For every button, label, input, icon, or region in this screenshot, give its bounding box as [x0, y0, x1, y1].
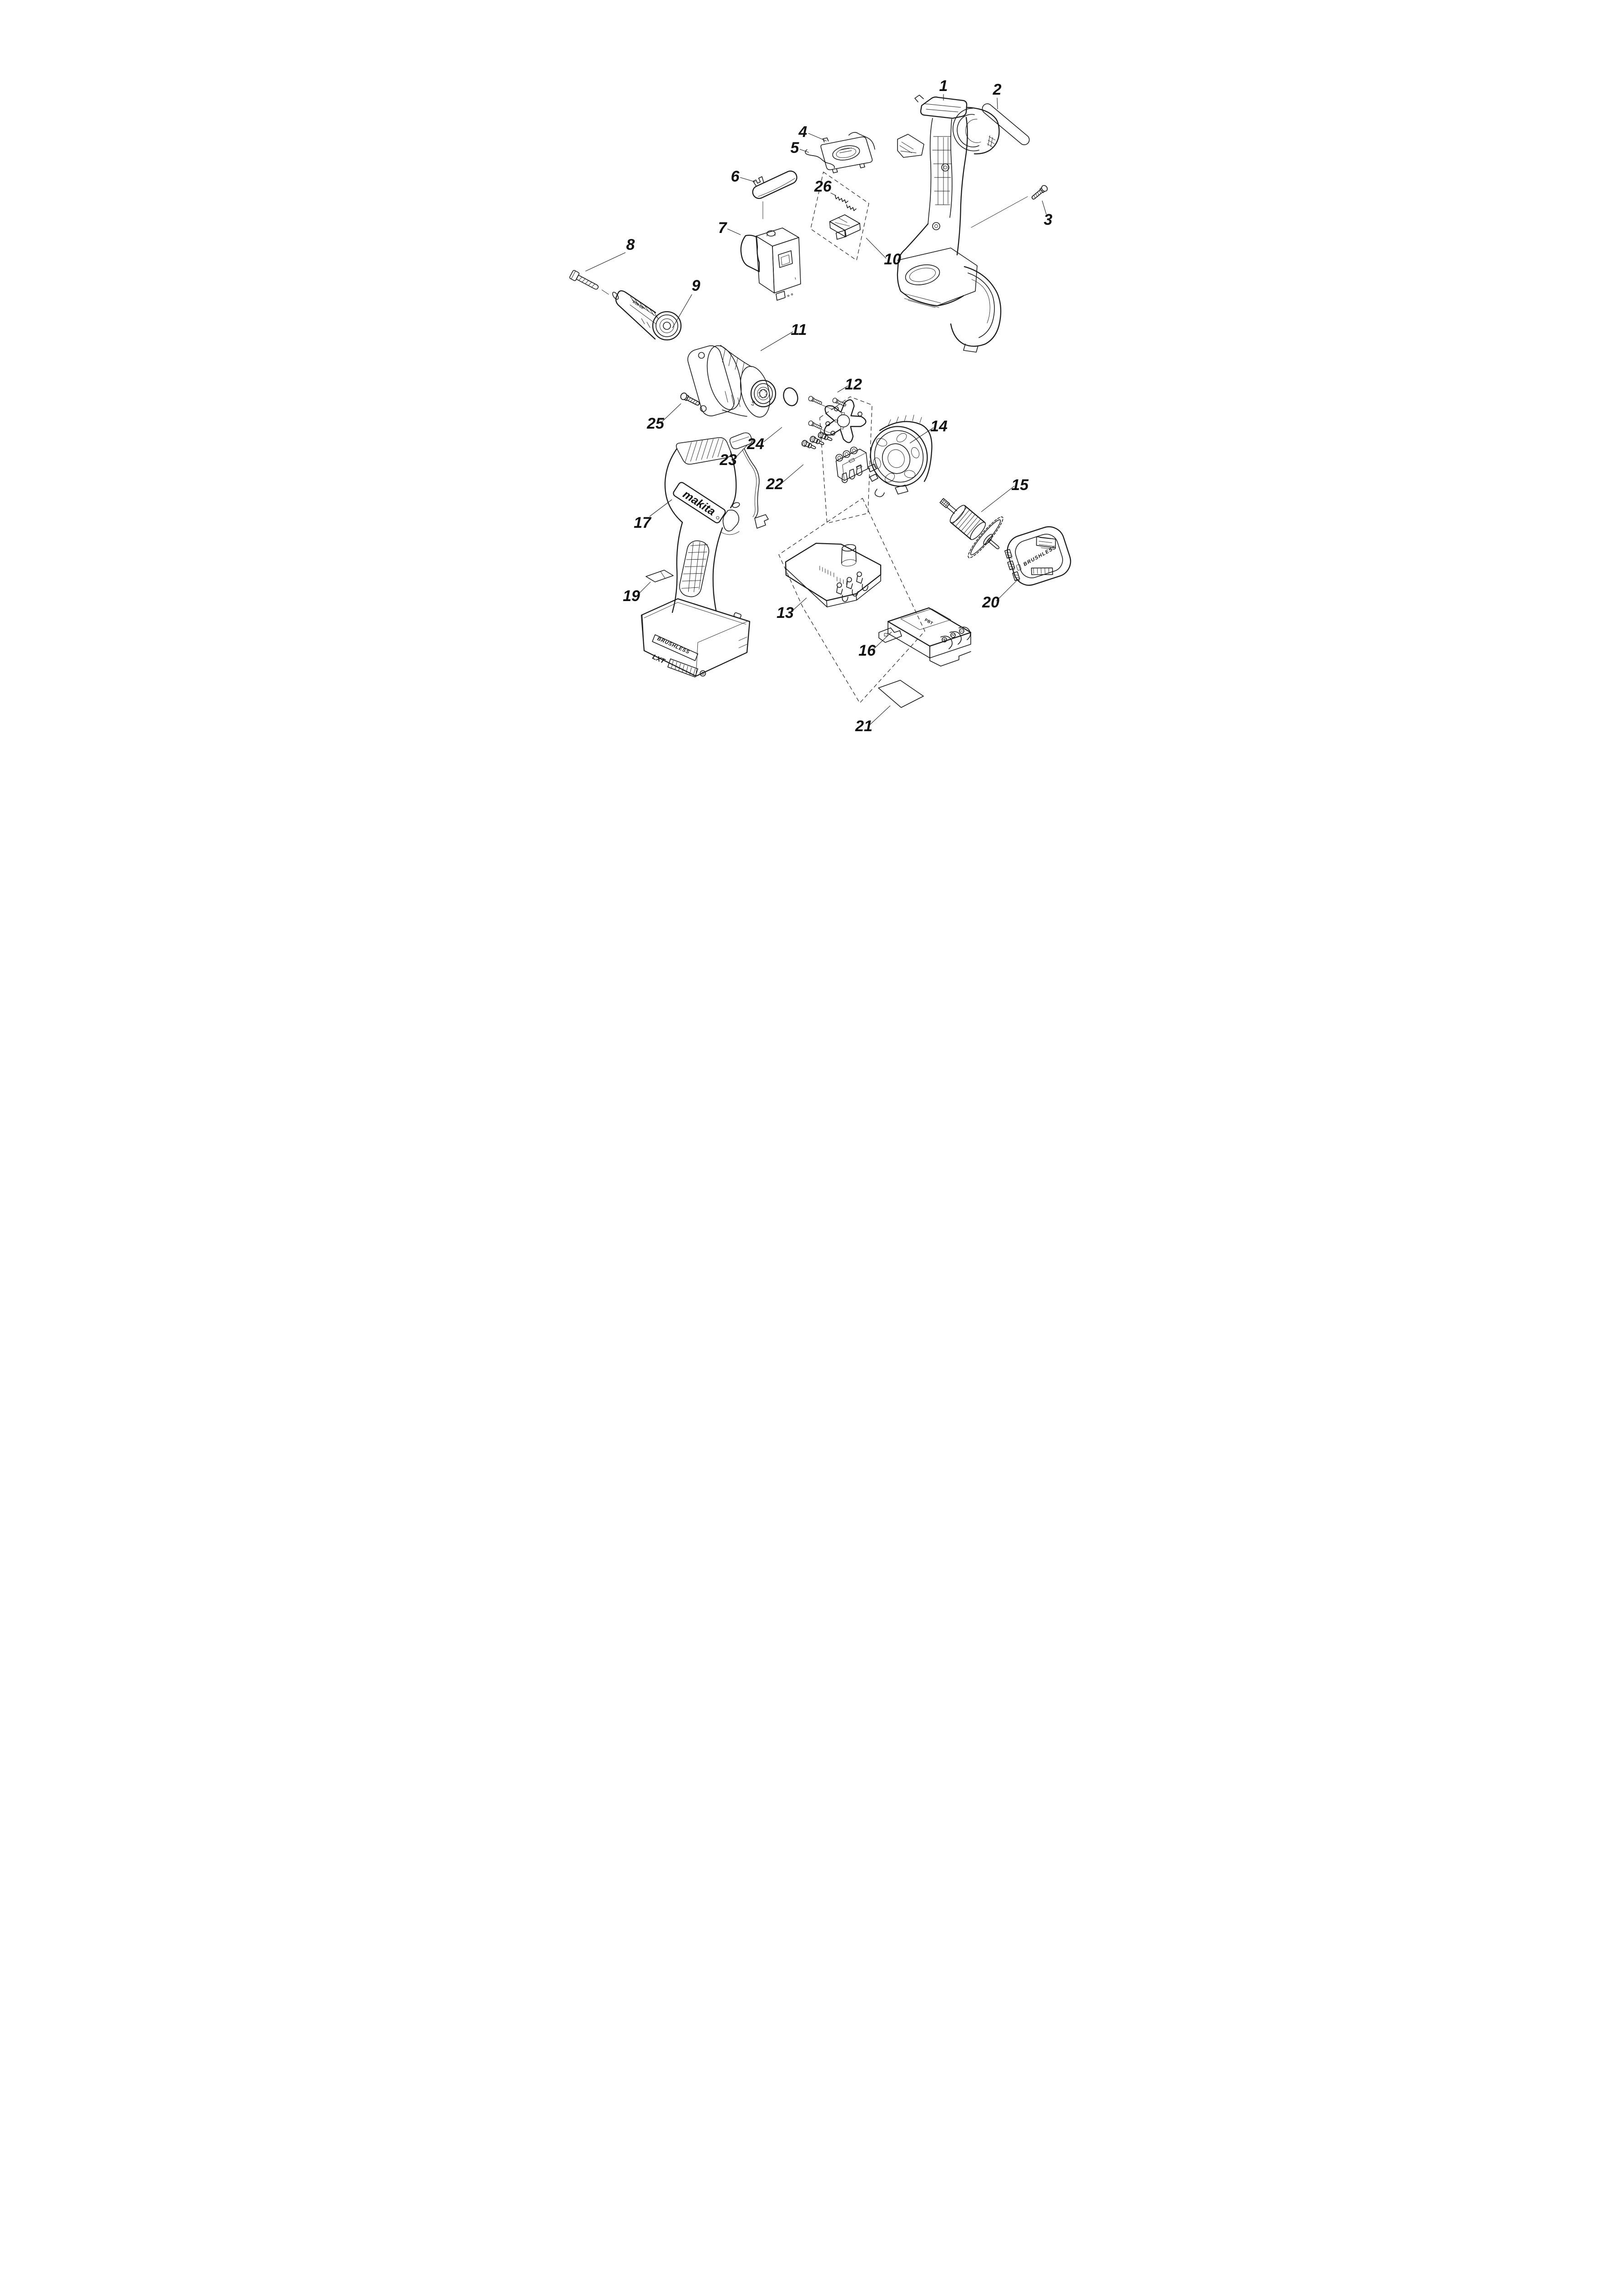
- part-number-20: 20: [982, 594, 999, 611]
- part-leader-3: [1042, 200, 1047, 215]
- part-21-label: [878, 680, 924, 708]
- part-number-2: 2: [993, 81, 1002, 98]
- part-number-16: 16: [858, 642, 876, 659]
- part-19-label: [646, 570, 674, 582]
- part-number-12: 12: [845, 376, 862, 393]
- part-10-slider: [829, 214, 861, 240]
- part-15-rotor: [939, 498, 1004, 558]
- part-1-housing-half: [897, 95, 1002, 353]
- part-number-7: 7: [718, 219, 728, 237]
- part-number-13: 13: [777, 604, 794, 622]
- part-leader-25: [661, 403, 681, 423]
- part-leader-6: [740, 177, 756, 182]
- part-leader-5: [799, 149, 809, 153]
- part-number-3: 3: [1044, 211, 1053, 228]
- part-12-star-plate: [807, 395, 868, 483]
- part-leader-20: [996, 579, 1018, 602]
- part-16-terminal-block: PBT: [878, 607, 972, 667]
- terminal-bracket: [835, 446, 868, 483]
- part-number-15: 15: [1011, 476, 1029, 494]
- part-22-terminal-studs: [800, 431, 834, 451]
- lxt-text: LXT: [651, 653, 666, 666]
- subassembly-box-13: [778, 498, 925, 703]
- part-number-22: 22: [766, 475, 783, 493]
- part-leader-17: [649, 499, 672, 517]
- part-17-housing: makita BRUSHLESS LXT: [641, 437, 751, 677]
- part-leader-24: [763, 427, 782, 442]
- part-leader-10: [866, 238, 887, 259]
- part-leader-13: [791, 597, 807, 612]
- part-7-switch: [740, 228, 801, 301]
- gear-ring-text: LO: [750, 400, 756, 406]
- part-3-screw: [971, 184, 1049, 228]
- part-2-label: [982, 103, 1030, 146]
- part-leader-16: [873, 632, 892, 650]
- part-number-19: 19: [623, 587, 640, 605]
- part-leader-2: [997, 97, 998, 110]
- part-5-wire-spring: [805, 149, 835, 168]
- part-26-springs: [835, 195, 857, 211]
- part-24-o-ring: [783, 387, 798, 406]
- part-number-14: 14: [930, 418, 948, 435]
- part-number-26: 26: [814, 178, 832, 195]
- part-number-6: 6: [731, 168, 740, 185]
- part-leader-9: [672, 294, 692, 329]
- part-number-1: 1: [939, 77, 948, 95]
- subassembly-box-10: [810, 172, 869, 261]
- part-14-stator: [867, 415, 933, 497]
- subassembly-box-12: [819, 396, 873, 524]
- part-leader-22: [781, 464, 804, 484]
- part-number-4: 4: [798, 123, 807, 141]
- parts-diagram-canvas: 1/16-1/2" LO: [541, 0, 1083, 766]
- part-leader-11: [760, 331, 793, 351]
- part-number-17: 17: [634, 514, 652, 531]
- part-4-switch-plate: [820, 132, 875, 173]
- part-leader-26: [830, 192, 837, 196]
- part-leader-14: [909, 427, 934, 444]
- part-leader-8: [585, 252, 626, 272]
- part-leader-23: [734, 445, 747, 460]
- part-20-rear-cover: BRUSHLESS: [1004, 526, 1071, 586]
- part-number-25: 25: [646, 415, 665, 432]
- part-number-11: 11: [791, 321, 807, 339]
- part-8-screw: [569, 270, 609, 295]
- part-9-chuck: 1/16-1/2": [612, 290, 682, 341]
- part-number-21: 21: [855, 718, 873, 735]
- pbt-text: PBT: [924, 617, 934, 626]
- part-11-gear-assembly: LO: [687, 345, 777, 418]
- part-leader-7: [727, 228, 741, 235]
- part-number-24: 24: [746, 435, 764, 453]
- part-number-5: 5: [791, 139, 800, 157]
- part-leader-12: [837, 385, 848, 393]
- part-6-lever-knob: [752, 170, 797, 199]
- part-leader-4: [808, 133, 827, 142]
- part-number-23: 23: [719, 451, 737, 469]
- part-number-8: 8: [626, 236, 635, 253]
- part-number-10: 10: [884, 251, 901, 268]
- part-leader-21: [869, 705, 891, 725]
- part-13-controller: [785, 542, 882, 607]
- brushless-cover-text: BRUSHLESS: [1023, 545, 1058, 567]
- part-number-9: 9: [692, 277, 701, 294]
- part-leader-15: [981, 485, 1015, 512]
- part-leader-19: [637, 581, 651, 595]
- part-23-lead-wire: [729, 432, 769, 529]
